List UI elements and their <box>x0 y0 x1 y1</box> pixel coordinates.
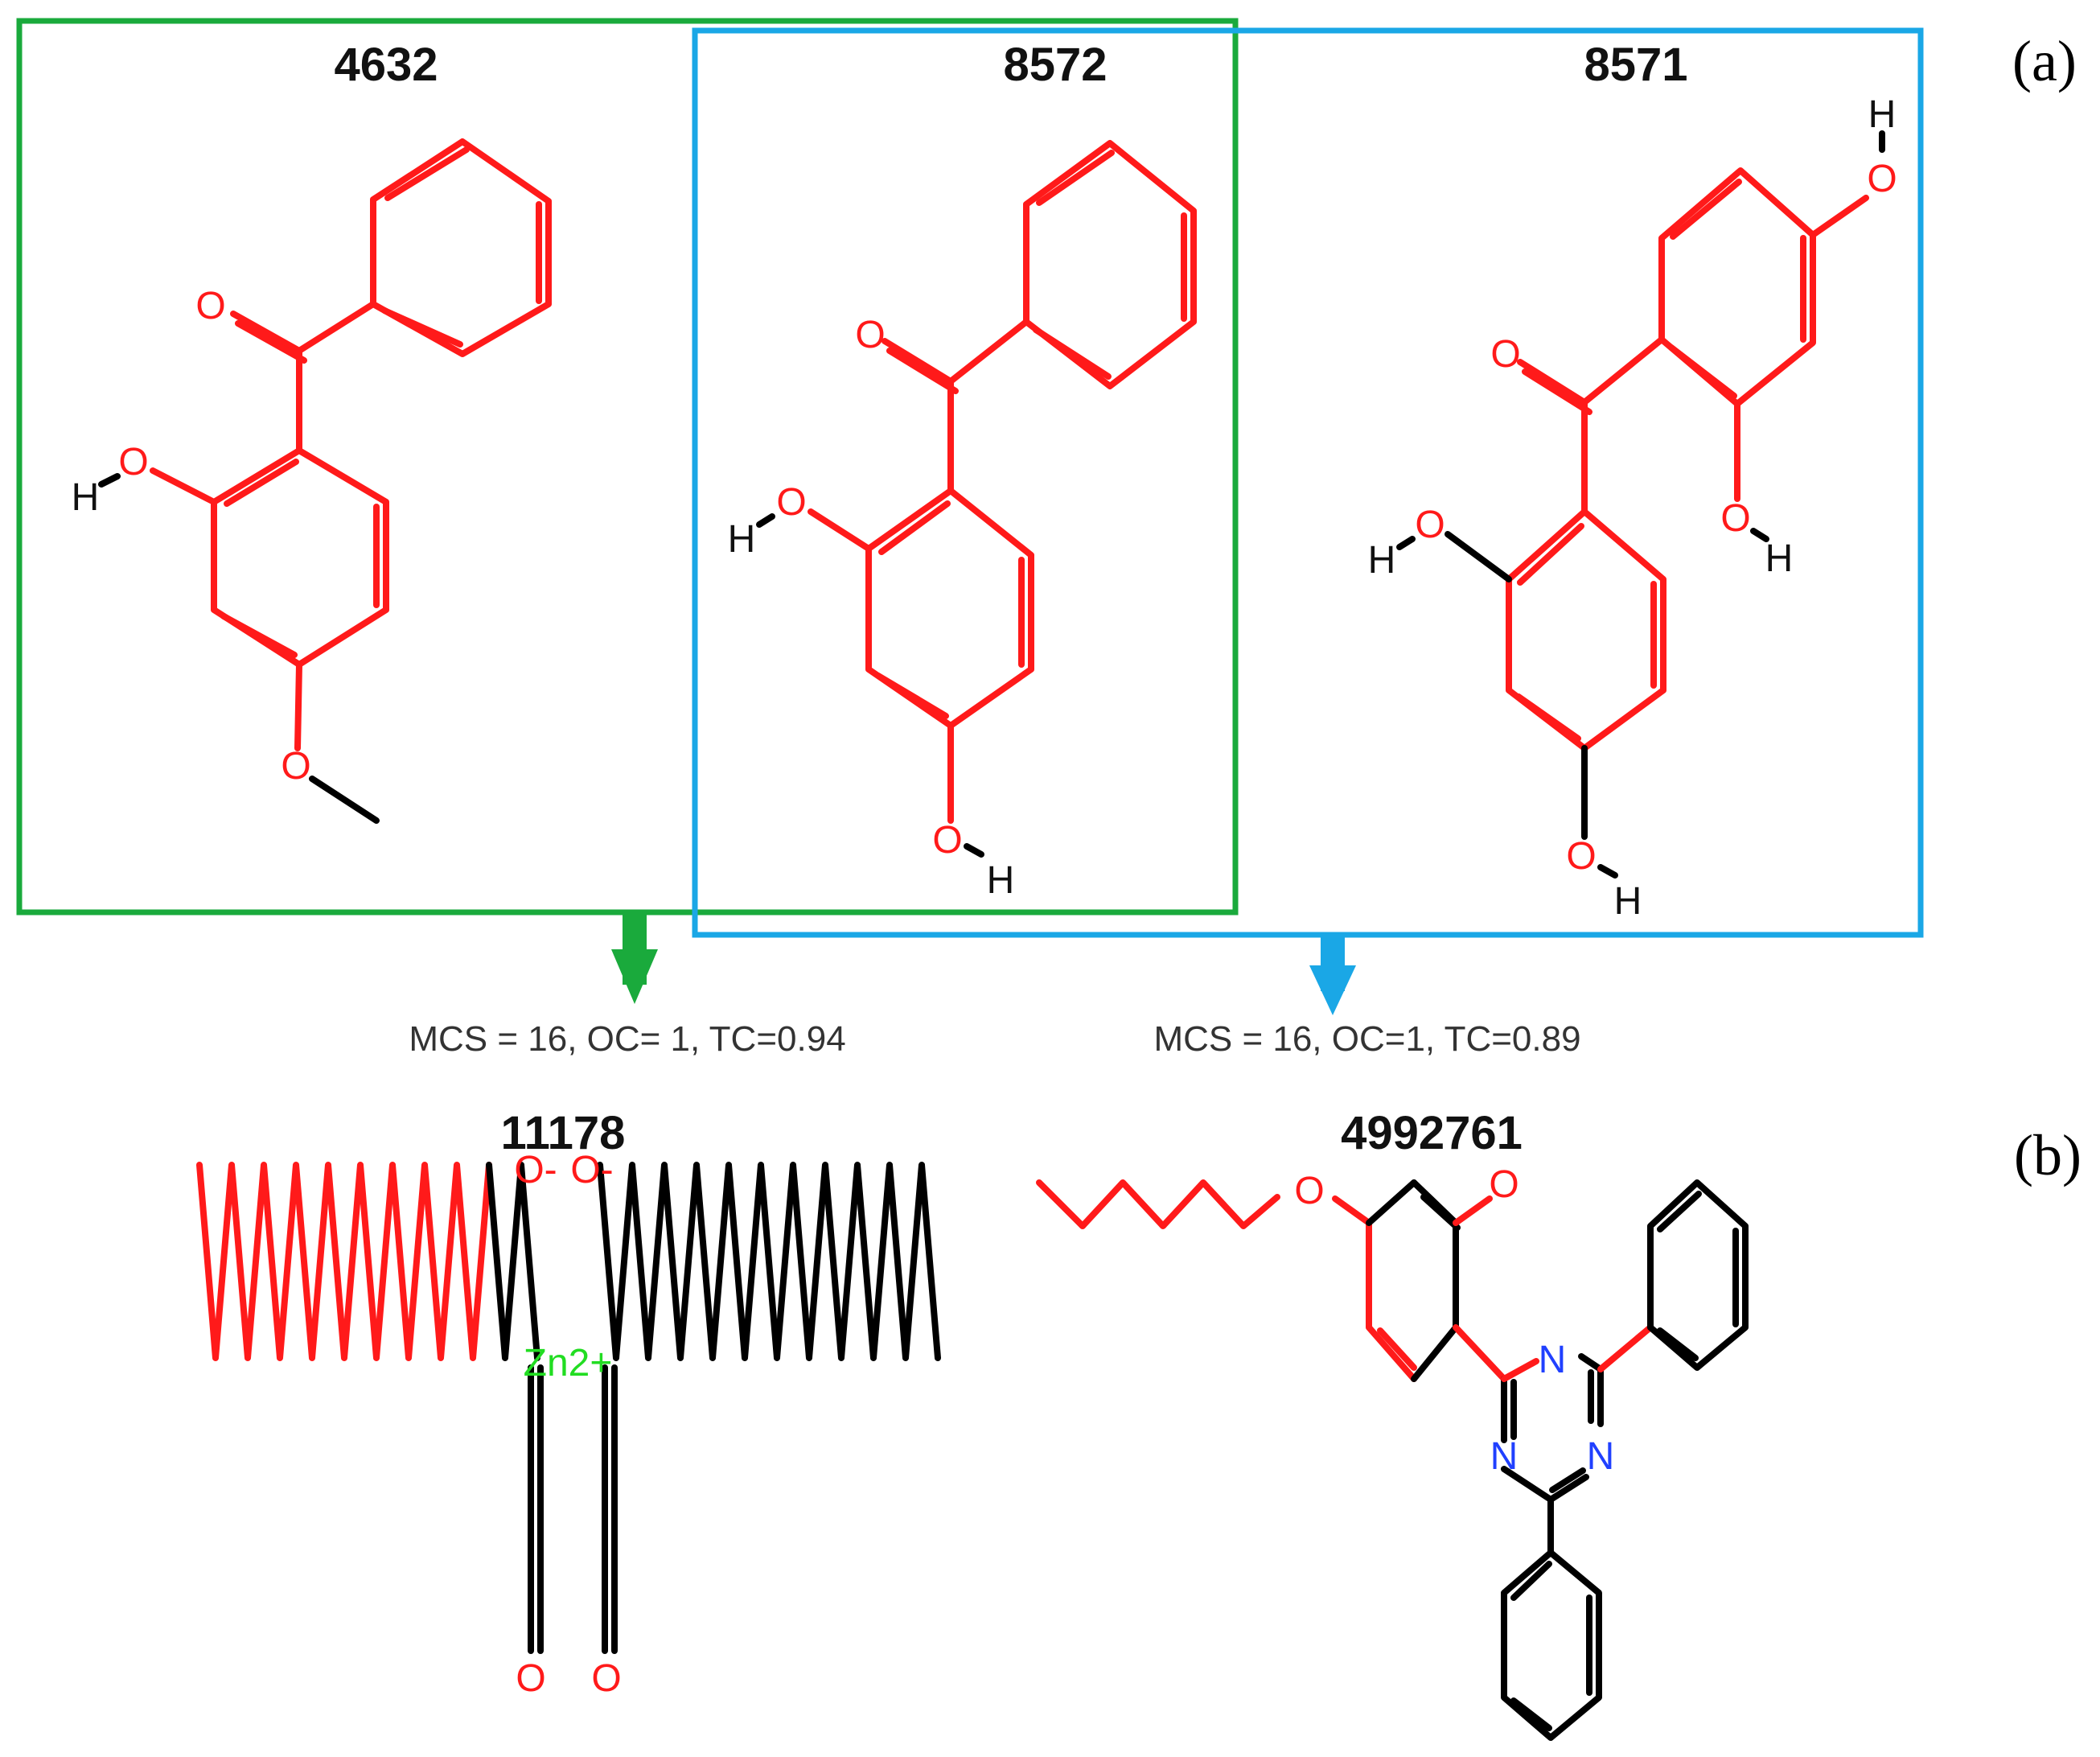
oxygen-atom: O <box>1415 504 1445 546</box>
down-arrow-blue <box>1309 935 1356 1015</box>
atoms-4632: O O H O <box>72 285 311 788</box>
oxygen-atom: O <box>1867 158 1897 200</box>
group-box-blue <box>692 27 1924 938</box>
down-arrow-green <box>611 912 658 1004</box>
hydrogen-atom: H <box>728 518 756 561</box>
oxygen-anion: O- <box>570 1149 613 1191</box>
panel-label-b: (b) <box>2014 1123 2082 1187</box>
structure-11178 <box>196 1162 941 1654</box>
oxygen-atom: O <box>1490 333 1520 376</box>
nitrogen-atom: N <box>1587 1435 1615 1478</box>
molecule-id-8572: 8572 <box>1003 39 1107 91</box>
zinc-ion: Zn2+ <box>524 1342 613 1385</box>
hydrogen-atom: H <box>1765 537 1794 580</box>
oxygen-atom: O <box>776 481 806 524</box>
atoms-11178: O- O- Zn2+ O O <box>514 1149 621 1700</box>
atoms-8571: H O O O H O H O H <box>1368 93 1897 923</box>
oxygen-atom: O <box>118 441 148 483</box>
oxygen-atom: O <box>516 1657 545 1700</box>
structure-8572 <box>756 140 1197 858</box>
molecule-id-4992761: 4992761 <box>1341 1107 1523 1159</box>
oxygen-anion: O- <box>514 1149 557 1191</box>
structure-4992761 <box>1036 1179 1749 1741</box>
hydrogen-atom: H <box>987 859 1015 902</box>
nitrogen-atom: N <box>1490 1435 1518 1478</box>
oxygen-atom: O <box>1489 1163 1518 1206</box>
similarity-label-left: MCS = 16, OC= 1, TC=0.94 <box>409 1019 845 1059</box>
structure-4632 <box>98 138 552 824</box>
group-box-green <box>16 18 1239 916</box>
oxygen-atom: O <box>932 819 962 862</box>
oxygen-atom: O <box>1566 835 1596 878</box>
similarity-label-right: MCS = 16, OC=1, TC=0.89 <box>1153 1019 1580 1059</box>
oxygen-atom: O <box>195 285 225 327</box>
molecule-id-4632: 4632 <box>334 39 438 91</box>
nitrogen-atom: N <box>1539 1339 1567 1381</box>
panel-label-a: (a) <box>2012 29 2077 93</box>
oxygen-atom: O <box>281 745 310 788</box>
hydrogen-atom: H <box>72 476 100 519</box>
atoms-4992761: O O N N N <box>1294 1163 1614 1478</box>
structure-8571 <box>1396 130 1885 878</box>
molecule-id-8571: 8571 <box>1584 39 1687 91</box>
atoms-8572: O O H O H <box>728 314 1015 902</box>
hydrogen-atom: H <box>1868 93 1897 136</box>
hydrogen-atom: H <box>1614 880 1642 923</box>
oxygen-atom: O <box>1720 497 1750 540</box>
oxygen-atom: O <box>1294 1170 1324 1212</box>
oxygen-atom: O <box>855 314 885 356</box>
hydrogen-atom: H <box>1368 539 1396 582</box>
molecule-id-11178: 11178 <box>501 1107 626 1159</box>
oxygen-atom: O <box>591 1657 621 1700</box>
